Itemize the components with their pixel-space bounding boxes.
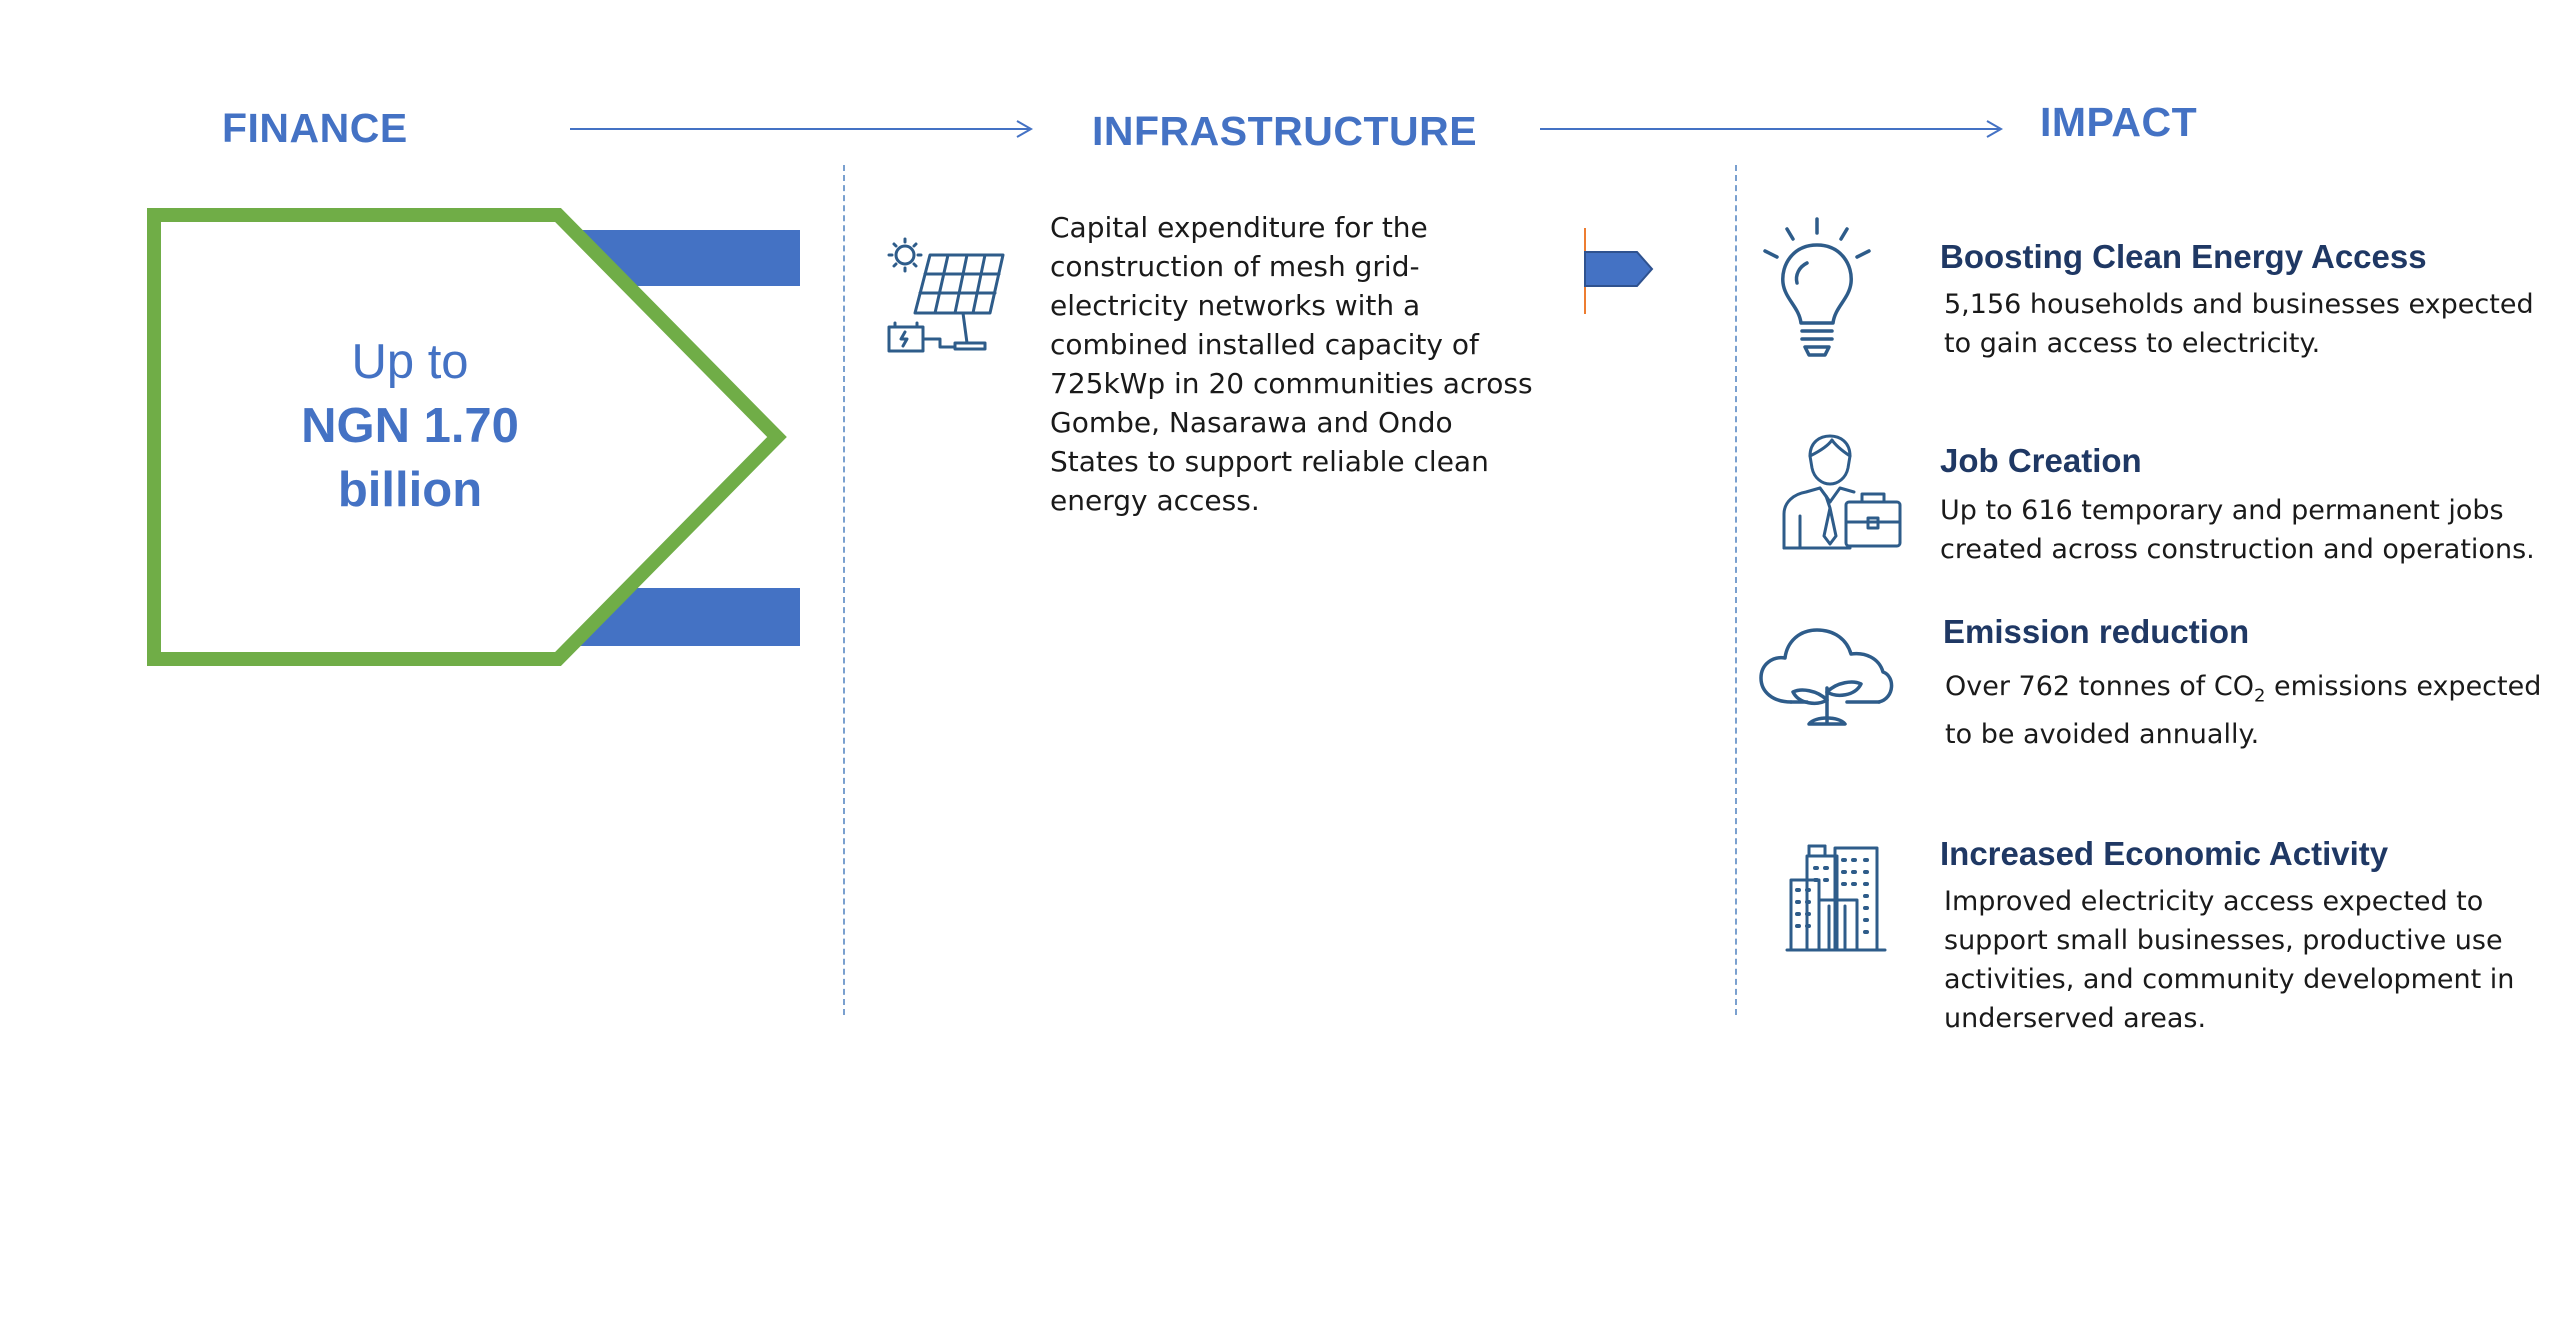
lightbulb-icon <box>1763 217 1871 357</box>
divider-infrastructure-impact <box>1735 165 1737 1015</box>
impact-title-clean-energy: Boosting Clean Energy Access <box>1940 238 2427 275</box>
impact-desc-emission: Over 762 tonnes of CO2 emissions expecte… <box>1945 667 2560 754</box>
flow-arrow-infrastructure-to-impact <box>1540 120 2004 138</box>
finance-line-3: billion <box>337 463 483 517</box>
impact-title-emission: Emission reduction <box>1943 613 2250 650</box>
city-buildings-icon <box>1785 844 1887 952</box>
cloud-plant-icon <box>1759 628 1894 726</box>
flow-arrow-finance-to-infrastructure <box>570 120 1034 138</box>
divider-finance-infrastructure <box>843 165 845 1015</box>
impact-title-jobs: Job Creation <box>1940 442 2142 479</box>
impact-pointer-arrow <box>1584 228 1654 314</box>
impact-heading: IMPACT <box>2040 99 2198 145</box>
impact-desc-economic: Improved electricity access expected to … <box>1944 886 2515 1034</box>
infrastructure-description: Capital expenditure for the construction… <box>1050 211 1533 517</box>
impact-desc-emission-post: emissions expected to be avoided annuall… <box>1945 671 2542 751</box>
finance-heading: FINANCE <box>222 105 408 151</box>
finance-line-2: NGN 1.70 <box>301 399 519 453</box>
impact-desc-emission-sub: 2 <box>2253 685 2266 707</box>
impact-desc-jobs: Up to 616 temporary and permanent jobs c… <box>1940 495 2535 565</box>
impact-desc-emission-pre: Over 762 tonnes of CO <box>1945 671 2254 702</box>
impact-title-economic: Increased Economic Activity <box>1940 835 2389 872</box>
finance-amount: Up to NGN 1.70 billion <box>150 330 670 522</box>
businessman-briefcase-icon <box>1782 434 1902 550</box>
infrastructure-heading: INFRASTRUCTURE <box>1092 108 1478 154</box>
impact-desc-clean-energy: 5,156 households and businesses expected… <box>1944 289 2534 359</box>
finance-pentagon <box>147 208 800 666</box>
solar-panel-icon <box>887 237 1005 353</box>
finance-line-1: Up to <box>351 335 469 389</box>
